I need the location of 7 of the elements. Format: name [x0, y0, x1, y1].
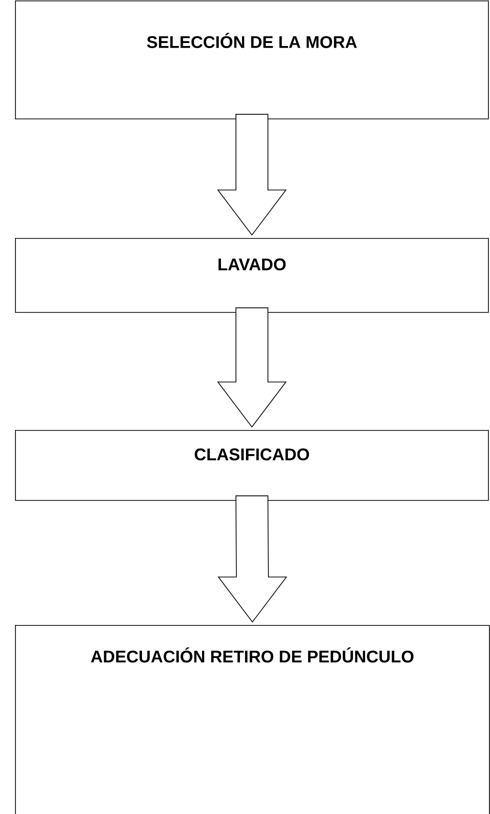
process-box: LAVADO: [15, 238, 489, 313]
process-box: SELECCIÓN DE LA MORA: [15, 0, 489, 120]
block-arrow: [217, 114, 287, 236]
block-arrow: [218, 495, 288, 623]
process-box: CLASIFICADO: [15, 430, 489, 501]
block-arrow: [217, 307, 287, 428]
process-box: ADECUACIÓN RETIRO DE PEDÚNCULO: [15, 625, 490, 814]
